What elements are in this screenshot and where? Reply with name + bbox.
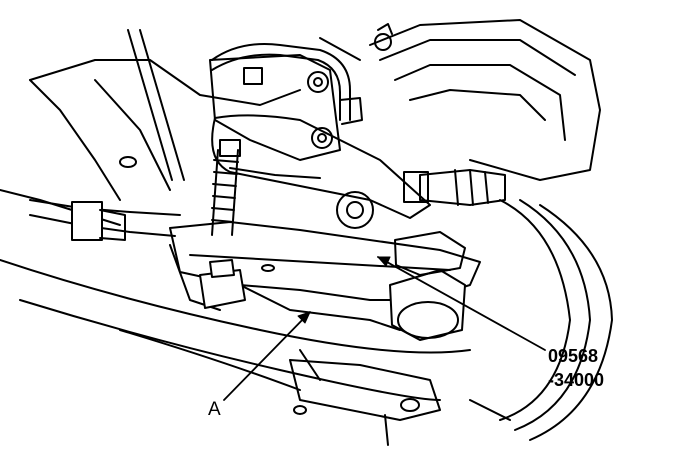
tie-rod-end bbox=[403, 169, 506, 206]
part-number-line-2: -34000 bbox=[548, 370, 605, 390]
lower-arm-nut bbox=[199, 259, 246, 309]
ball-joint-bushing bbox=[389, 231, 466, 341]
callout-label-a: A bbox=[208, 399, 221, 420]
frame-outline bbox=[0, 59, 471, 401]
steering-knuckle bbox=[209, 54, 363, 161]
callout-a-leader bbox=[223, 311, 311, 401]
brake-caliper bbox=[369, 19, 601, 181]
strut-rod bbox=[127, 29, 185, 181]
special-tool-part-number: 09568 -34000 bbox=[548, 344, 604, 392]
brake-hose bbox=[211, 37, 361, 121]
ball-joint-remover-tool bbox=[211, 114, 431, 236]
part-number-line-1: 09568 bbox=[548, 346, 599, 366]
brake-disc bbox=[469, 199, 613, 441]
control-rod bbox=[29, 199, 181, 241]
part-number-leader bbox=[377, 256, 546, 351]
lower-knuckle bbox=[289, 349, 441, 446]
